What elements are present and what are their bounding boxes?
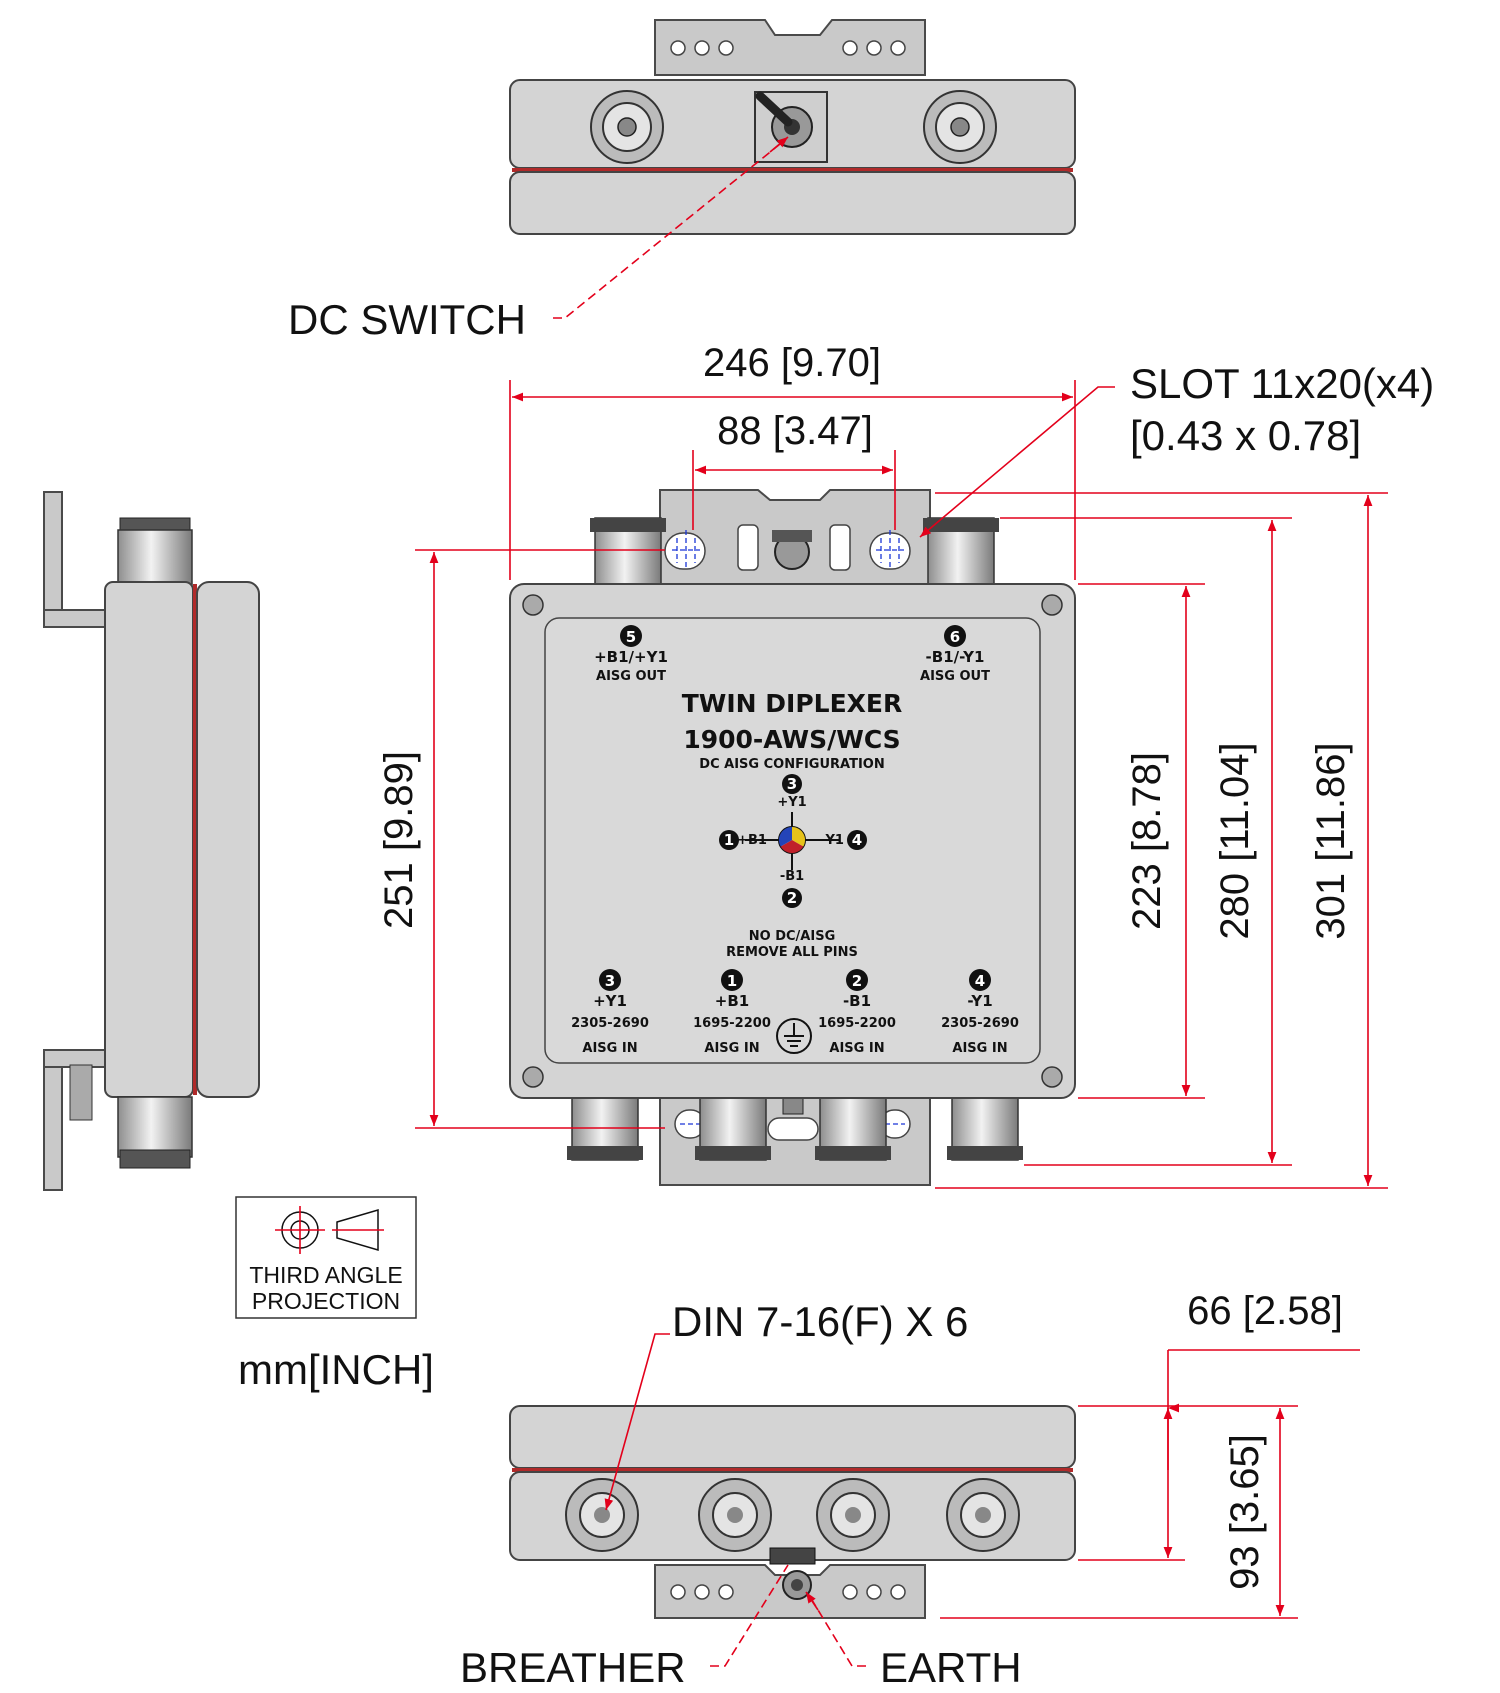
svg-text:+B1/+Y1: +B1/+Y1 (594, 648, 668, 666)
front-dimensions: 246 [9.70] 88 [3.47] SLOT 11x20(x4) [0.4… (377, 341, 1434, 1189)
svg-text:+Y1: +Y1 (777, 795, 806, 810)
panel-note-1: NO DC/AISG (749, 929, 835, 944)
panel-note-2: REMOVE ALL PINS (726, 945, 858, 960)
dim-height-251: 251 [9.89] (377, 751, 421, 929)
svg-text:3: 3 (605, 972, 615, 990)
svg-text:2: 2 (787, 889, 797, 907)
din-callout: DIN 7-16(F) X 6 (604, 1298, 968, 1511)
slot-label-line2: [0.43 x 0.78] (1130, 412, 1361, 459)
svg-text:4: 4 (975, 972, 985, 990)
units-label: mm[INCH] (238, 1346, 434, 1393)
dim-overall-width: 246 [9.70] (703, 341, 881, 385)
svg-text:2305-2690: 2305-2690 (941, 1016, 1019, 1031)
dim-height-223: 223 [8.78] (1125, 752, 1169, 930)
bottom-dimensions: 66 [2.58] 93 [3.65] (940, 1289, 1360, 1619)
dim-height-280: 280 [11.04] (1213, 742, 1257, 939)
svg-text:-Y1: -Y1 (822, 833, 844, 848)
port-compass: 3 1 4 2 +Y1 +B1 -Y1 -B1 (719, 774, 867, 908)
port-label-2: 2 -B1 1695-2200 AISG IN (818, 969, 896, 1056)
bottom-connectors (567, 1089, 1023, 1161)
dim-slot-spacing: 88 [3.47] (717, 409, 873, 453)
svg-text:1695-2200: 1695-2200 (818, 1016, 896, 1031)
projection-line2: PROJECTION (252, 1288, 400, 1314)
svg-text:+Y1: +Y1 (593, 992, 627, 1010)
bottom-view (509, 1405, 1076, 1619)
top-view-connector-left (590, 90, 664, 164)
svg-text:2: 2 (852, 972, 862, 990)
mounting-slots (664, 524, 911, 1141)
port-label-6: 6 -B1/-Y1 AISG OUT (920, 625, 990, 684)
port-label-3: 3 +Y1 2305-2690 AISG IN (571, 969, 649, 1056)
projection-symbol: THIRD ANGLE PROJECTION (235, 1196, 417, 1319)
svg-text:-Y1: -Y1 (967, 992, 992, 1010)
breather-icon (769, 1547, 816, 1565)
earth-callout: EARTH (805, 1591, 1022, 1691)
slot-label-line1: SLOT 11x20(x4) (1130, 360, 1434, 407)
svg-text:5: 5 (626, 628, 636, 646)
projection-line1: THIRD ANGLE (249, 1262, 402, 1288)
din-label: DIN 7-16(F) X 6 (672, 1298, 968, 1345)
svg-text:AISG OUT: AISG OUT (596, 669, 666, 684)
dim-height-301: 301 [11.86] (1309, 742, 1353, 939)
earth-icon (782, 1570, 812, 1600)
svg-text:-B1: -B1 (843, 992, 871, 1010)
dc-switch (754, 91, 828, 163)
port-label-5: 5 +B1/+Y1 AISG OUT (594, 625, 668, 684)
bottom-view-connectors (565, 1478, 1020, 1552)
svg-text:AISG IN: AISG IN (704, 1041, 759, 1056)
dim-depth-66: 66 [2.58] (1187, 1289, 1343, 1333)
dim-depth-93: 93 [3.65] (1223, 1434, 1267, 1590)
port-label-4: 4 -Y1 2305-2690 AISG IN (941, 969, 1019, 1056)
svg-text:AISG IN: AISG IN (952, 1041, 1007, 1056)
dc-switch-callout: DC SWITCH (288, 136, 789, 343)
panel-model: 1900-AWS/WCS (683, 725, 900, 754)
svg-text:3: 3 (787, 775, 797, 793)
breather-callout: BREATHER (460, 1564, 789, 1691)
top-view-connector-right (923, 90, 997, 164)
svg-text:1: 1 (724, 831, 734, 849)
slot-centerlines (672, 530, 905, 1125)
panel-config: DC AISG CONFIGURATION (699, 757, 884, 772)
dc-switch-label: DC SWITCH (288, 296, 526, 343)
svg-text:AISG IN: AISG IN (582, 1041, 637, 1056)
svg-text:4: 4 (852, 831, 862, 849)
svg-text:AISG OUT: AISG OUT (920, 669, 990, 684)
ground-icon (776, 1018, 812, 1054)
panel-label: 5 +B1/+Y1 AISG OUT 6 -B1/-Y1 AISG OUT TW… (571, 625, 1019, 1056)
svg-text:1695-2200: 1695-2200 (693, 1016, 771, 1031)
svg-text:2305-2690: 2305-2690 (571, 1016, 649, 1031)
side-view (43, 491, 260, 1191)
svg-text:AISG IN: AISG IN (829, 1041, 884, 1056)
svg-text:+B1: +B1 (737, 833, 767, 848)
port-label-1: 1 +B1 1695-2200 AISG IN (693, 969, 771, 1056)
earth-label: EARTH (880, 1644, 1022, 1691)
panel-title: TWIN DIPLEXER (682, 689, 903, 718)
breather-label: BREATHER (460, 1644, 686, 1691)
svg-text:1: 1 (727, 972, 737, 990)
svg-text:+B1: +B1 (715, 992, 749, 1010)
top-view (509, 19, 1076, 235)
svg-text:-B1: -B1 (780, 869, 804, 884)
svg-text:-B1/-Y1: -B1/-Y1 (926, 648, 985, 666)
svg-text:6: 6 (950, 628, 960, 646)
